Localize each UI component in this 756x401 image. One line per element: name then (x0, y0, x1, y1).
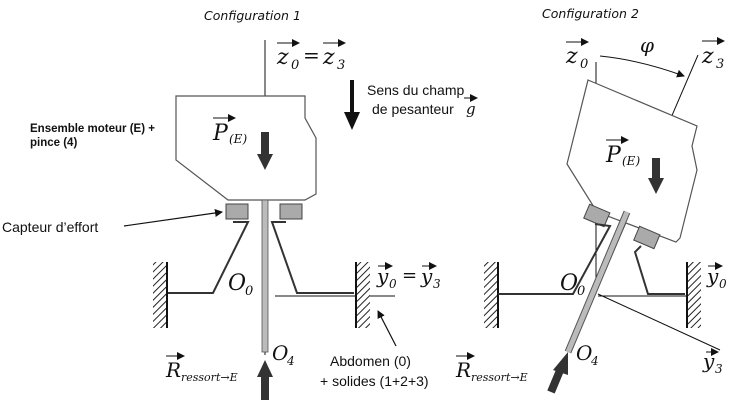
y3-label-2: y 3 (702, 348, 723, 376)
svg-text:P: P (605, 143, 622, 168)
wall-right-1 (357, 262, 370, 328)
z3-label-2: z 3 (701, 37, 725, 72)
svg-text:(E): (E) (622, 154, 640, 168)
svg-text:y: y (702, 349, 715, 373)
weight-arrow-1 (257, 132, 273, 170)
motor-housing-2 (566, 79, 698, 243)
wall-right-2 (688, 262, 701, 328)
y0-label-2: y 0 (706, 262, 727, 291)
origin-o0-label-1: O 0 (228, 271, 253, 299)
svg-text:y: y (706, 264, 719, 288)
svg-text:z: z (701, 44, 714, 69)
svg-text:O: O (560, 271, 578, 296)
caption-configuration-2: Configuration 2 (542, 6, 639, 21)
linkage-right-2 (633, 245, 685, 295)
configuration-1: z 0 = z 3 Sens du champ de pesanteur g P… (153, 39, 478, 400)
svg-text:R: R (165, 358, 181, 382)
svg-text:P: P (212, 121, 229, 146)
abdomen-label-line2: + solides (1+2+3) (320, 373, 429, 389)
svg-text:ressort→E: ressort→E (471, 371, 528, 384)
svg-text:O: O (272, 341, 288, 365)
force-sensor-right-1 (279, 203, 303, 220)
spring-reaction-arrow-2 (547, 352, 568, 394)
gravity-label-line1: Sens du champ (367, 82, 464, 98)
svg-text:3: 3 (433, 277, 441, 291)
spring-reaction-label-2: R ressort→E (455, 352, 528, 384)
phi-label: φ (640, 33, 654, 57)
force-sensor-right-2 (633, 225, 661, 250)
linkage-left-2 (527, 223, 612, 295)
y3-axis-line-2 (597, 293, 721, 351)
svg-text:y: y (376, 264, 389, 288)
motor-housing-1 (175, 95, 317, 201)
force-sensor-left-1 (225, 203, 249, 220)
z0-label-2: z 0 (565, 38, 589, 72)
svg-text:4: 4 (590, 354, 599, 368)
abdomen-label-line1: Abdomen (0) (330, 353, 411, 369)
svg-text:O: O (576, 341, 592, 365)
svg-text:O: O (228, 271, 246, 296)
svg-text:z: z (276, 45, 289, 70)
abdomen-pointer (377, 310, 397, 347)
svg-text:0: 0 (291, 58, 299, 73)
force-sensor-pointer (123, 209, 223, 227)
svg-text:z: z (322, 45, 335, 70)
svg-text:=: = (402, 265, 417, 286)
svg-text:3: 3 (715, 362, 723, 376)
gripper-rod-1 (261, 199, 269, 353)
y0-equals-y3-label: y 0 = y 3 (376, 262, 441, 291)
gravity-label-line2: de pesanteur (372, 101, 454, 117)
z0-equals-z3-label: z 0 = z 3 (276, 39, 346, 73)
svg-text:4: 4 (286, 354, 295, 368)
spring-reaction-label-1: R ressort→E (165, 352, 238, 384)
linkage-right-1 (270, 221, 354, 294)
weight-arrow-2 (648, 158, 664, 194)
svg-text:(E): (E) (229, 132, 247, 146)
force-sensor-left-2 (583, 203, 611, 228)
svg-text:R: R (455, 358, 471, 382)
wall-left-2 (484, 262, 497, 328)
caption-configuration-1: Configuration 1 (204, 8, 301, 23)
force-sensor-label: Capteur d’effort (2, 219, 98, 235)
weight-label-1: P (E) (212, 114, 247, 146)
svg-text:y: y (420, 264, 433, 288)
configuration-2: φ z 0 z 3 P (E) (455, 33, 727, 394)
wall-left-1 (153, 262, 166, 328)
phi-angle-arc (599, 55, 685, 78)
svg-text:0: 0 (719, 277, 727, 291)
point-o4-label-2: O 4 (576, 341, 599, 368)
svg-text:0: 0 (577, 284, 585, 299)
svg-text:3: 3 (337, 58, 345, 73)
svg-text:0: 0 (580, 57, 588, 72)
svg-text:ressort→E: ressort→E (181, 371, 238, 384)
svg-text:=: = (303, 43, 320, 67)
point-o4-label-1: O 4 (272, 341, 295, 368)
origin-o0-label-2: O 0 (560, 271, 585, 299)
svg-text:z: z (565, 44, 578, 69)
gravity-direction-arrow (344, 80, 360, 130)
motor-assembly-label-line2: pince (4) (30, 137, 77, 149)
linkage-left-1 (168, 221, 250, 294)
spring-reaction-arrow-1 (257, 360, 273, 400)
gravity-symbol: g (466, 100, 476, 118)
motor-assembly-label-line1: Ensemble moteur (E) + (30, 123, 155, 135)
svg-text:0: 0 (245, 284, 253, 299)
svg-text:0: 0 (389, 277, 397, 291)
weight-label-2: P (E) (605, 136, 640, 168)
svg-text:3: 3 (716, 57, 724, 72)
